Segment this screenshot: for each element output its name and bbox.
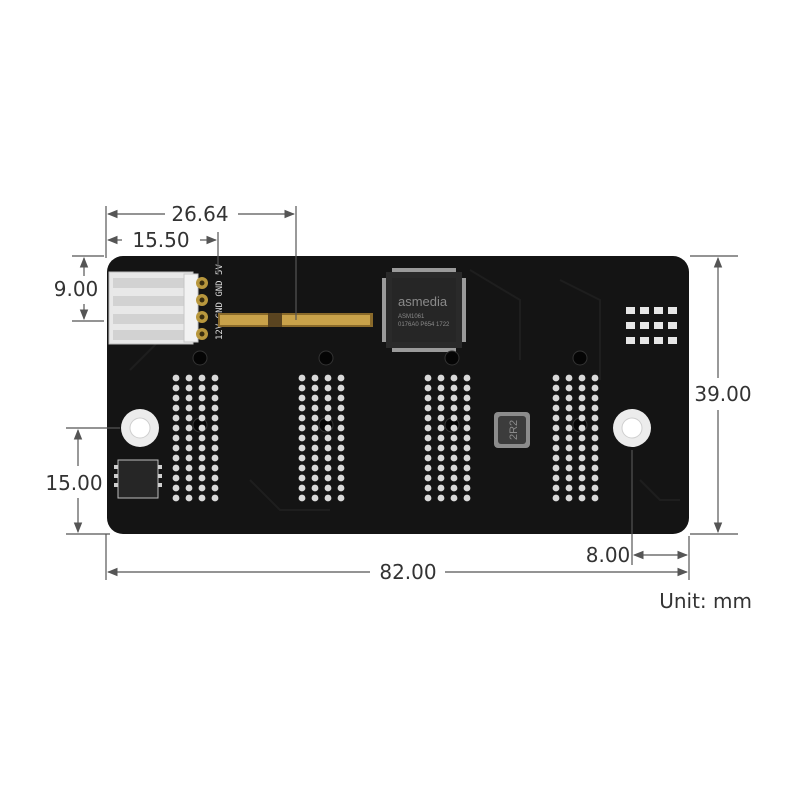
dim-39-00: 39.00 (694, 256, 752, 534)
header-pins (196, 277, 208, 340)
dimension-lines (66, 206, 738, 580)
dim-26-64-label: 26.64 (171, 202, 228, 226)
dim-8-00-label: 8.00 (586, 543, 631, 567)
dim-9-00: 9.00 (54, 256, 99, 321)
dim-82-00-label: 82.00 (379, 560, 436, 584)
mounting-hole-left (121, 409, 159, 447)
dim-82-00: 82.00 (106, 560, 689, 584)
chip-line-2: ASM1061 (398, 314, 425, 320)
dim-15-50: 15.50 (106, 228, 218, 252)
dim-15-00-label: 15.00 (45, 471, 102, 495)
inductor: 2R2 (494, 412, 530, 448)
inductor-marking: 2R2 (508, 420, 520, 440)
sata-pin-fields (172, 350, 599, 502)
asmedia-chip: asmedia ASM1061 0176A0 P654 1722 (382, 268, 466, 352)
sata-pin-field-1 (172, 350, 219, 502)
dim-15-00: 15.00 (45, 428, 103, 534)
header-silkscreen: 12V GND GND 5V (215, 264, 225, 340)
mounting-hole-right (613, 409, 651, 447)
chip-line-3: 0176A0 P654 1722 (398, 322, 450, 328)
fan-connector (108, 271, 199, 345)
unit-label: Unit: mm (659, 589, 752, 613)
sata-pin-field-3 (424, 350, 471, 502)
dim-26-64: 26.64 (106, 202, 296, 226)
dim-39-00-label: 39.00 (694, 382, 751, 406)
dim-15-50-label: 15.50 (132, 228, 189, 252)
dim-8-00: 8.00 (586, 543, 689, 567)
dim-9-00-label: 9.00 (54, 277, 99, 301)
smd-cluster-top-right (626, 307, 677, 344)
sata-pin-field-2 (298, 350, 345, 502)
regulator-chip (114, 459, 162, 499)
chip-brand: asmedia (398, 294, 448, 309)
sata-pin-field-4 (552, 350, 599, 502)
